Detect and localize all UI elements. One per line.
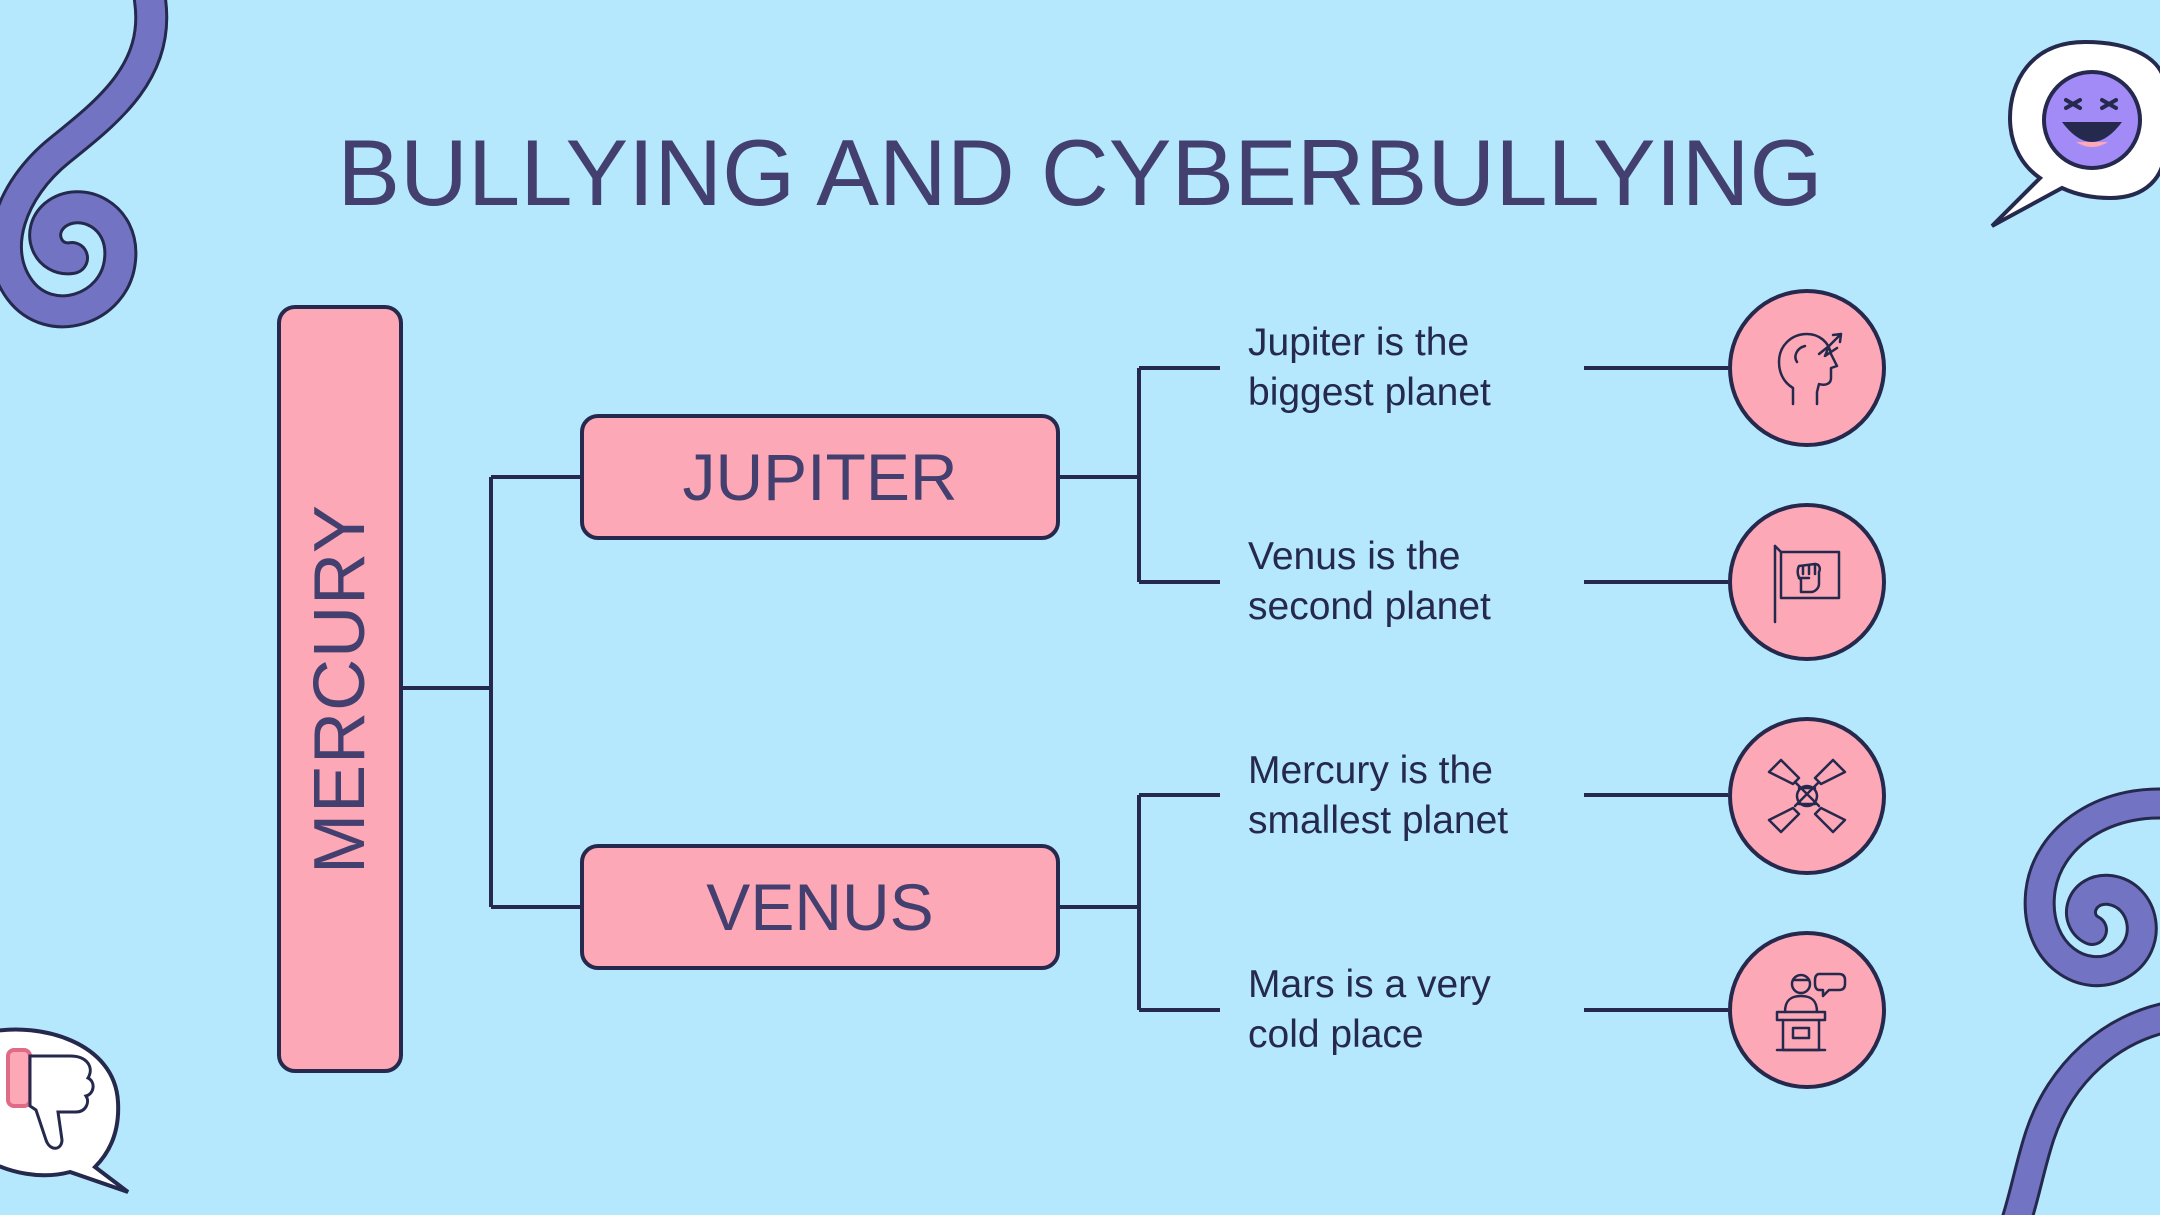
node-venus-label: VENUS bbox=[706, 870, 934, 944]
speaker-podium-icon bbox=[1775, 972, 1847, 1052]
leaf-circle-2 bbox=[1728, 503, 1886, 661]
laughing-emoji-bubble bbox=[1990, 39, 2160, 228]
head-pain-icon bbox=[1777, 332, 1843, 406]
swirl-top-left bbox=[0, 0, 169, 329]
thumbs-down-bubble bbox=[0, 1027, 130, 1194]
stacked-hands-icon bbox=[1767, 758, 1847, 834]
swirl-bottom-right bbox=[2001, 787, 2160, 1215]
connector-venus bbox=[1060, 793, 1220, 1012]
fist-flag-icon bbox=[1773, 544, 1841, 624]
leaf-text-3: Mercury is the smallest planet bbox=[1248, 749, 1509, 842]
leaf-text-4: Mars is a very cold place bbox=[1248, 963, 1491, 1056]
leaf-circle-4 bbox=[1728, 931, 1886, 1089]
node-venus: VENUS bbox=[580, 844, 1060, 970]
leaf-text-1: Jupiter is the biggest planet bbox=[1248, 321, 1491, 414]
node-mercury-label: MERCURY bbox=[300, 504, 380, 874]
leaf-circle-1 bbox=[1728, 289, 1886, 447]
leaf-circle-3 bbox=[1728, 717, 1886, 875]
slide-title: BULLYING AND CYBERBULLYING bbox=[337, 120, 1823, 225]
node-jupiter: JUPITER bbox=[580, 414, 1060, 540]
connector-root bbox=[403, 475, 580, 909]
connector-jupiter bbox=[1060, 366, 1220, 584]
node-mercury: MERCURY bbox=[277, 305, 403, 1073]
leaf-text-2: Venus is the second planet bbox=[1248, 535, 1491, 628]
node-jupiter-label: JUPITER bbox=[682, 440, 958, 514]
